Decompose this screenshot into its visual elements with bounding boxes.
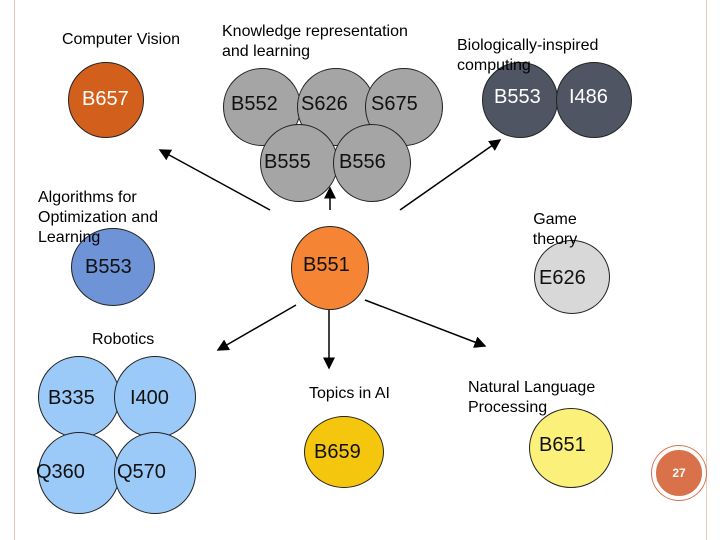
course-b553-alg: B553 [85, 256, 132, 278]
course-circle-b651 [529, 408, 613, 488]
course-s675: S675 [371, 93, 418, 115]
frame-line-left [14, 0, 15, 540]
course-b555: B555 [264, 151, 311, 173]
course-q570: Q570 [117, 461, 166, 483]
course-b659: B659 [314, 441, 361, 463]
course-b553-bio: B553 [494, 86, 541, 108]
center-course-circle [291, 226, 369, 310]
course-circle-b659 [304, 416, 384, 488]
course-s626: S626 [301, 93, 348, 115]
course-i486: I486 [569, 86, 608, 108]
course-b651: B651 [539, 434, 586, 456]
course-circle-q360 [38, 432, 120, 514]
course-q360: Q360 [36, 461, 85, 483]
course-b657: B657 [82, 88, 129, 110]
arrow-to-bio [399, 139, 502, 211]
course-e626: E626 [539, 267, 586, 289]
course-circle-b335 [38, 356, 120, 438]
course-circle-b556 [333, 124, 411, 202]
frame-line-right [706, 0, 707, 540]
topic-game-theory-label: Game theory [532, 211, 578, 248]
topic-bio-label: Biologically-inspired computing [457, 37, 599, 74]
course-circle-e626 [534, 240, 610, 314]
course-b552: B552 [231, 93, 278, 115]
arrow-to-robotics [216, 304, 297, 351]
center-course-b551: B551 [303, 254, 350, 276]
course-circle-b553-bio [482, 62, 558, 138]
page-number-badge: 27 [652, 446, 706, 500]
course-circle-q570 [114, 432, 196, 514]
course-circle-i486 [556, 62, 632, 138]
topic-computer-vision-label: Computer Vision [62, 31, 180, 48]
arrow-to-computer-vision [158, 149, 271, 211]
course-b556: B556 [339, 151, 386, 173]
arrow-to-nlp [364, 299, 487, 348]
topic-robotics-label: Robotics [92, 331, 155, 348]
topic-algorithms-label: Algorithms for Optimization and Learning [38, 189, 159, 246]
course-circle-b553-alg [71, 228, 155, 306]
course-circle-i400 [114, 356, 196, 438]
course-circle-b657 [68, 62, 144, 138]
course-b335: B335 [48, 387, 95, 409]
topic-knowledge-label: Knowledge representation and learning [222, 23, 408, 60]
topic-nlp-label: Natural Language Processing [468, 379, 596, 416]
course-i400: I400 [130, 387, 169, 409]
topic-topics-in-ai-label: Topics in AI [309, 385, 390, 402]
